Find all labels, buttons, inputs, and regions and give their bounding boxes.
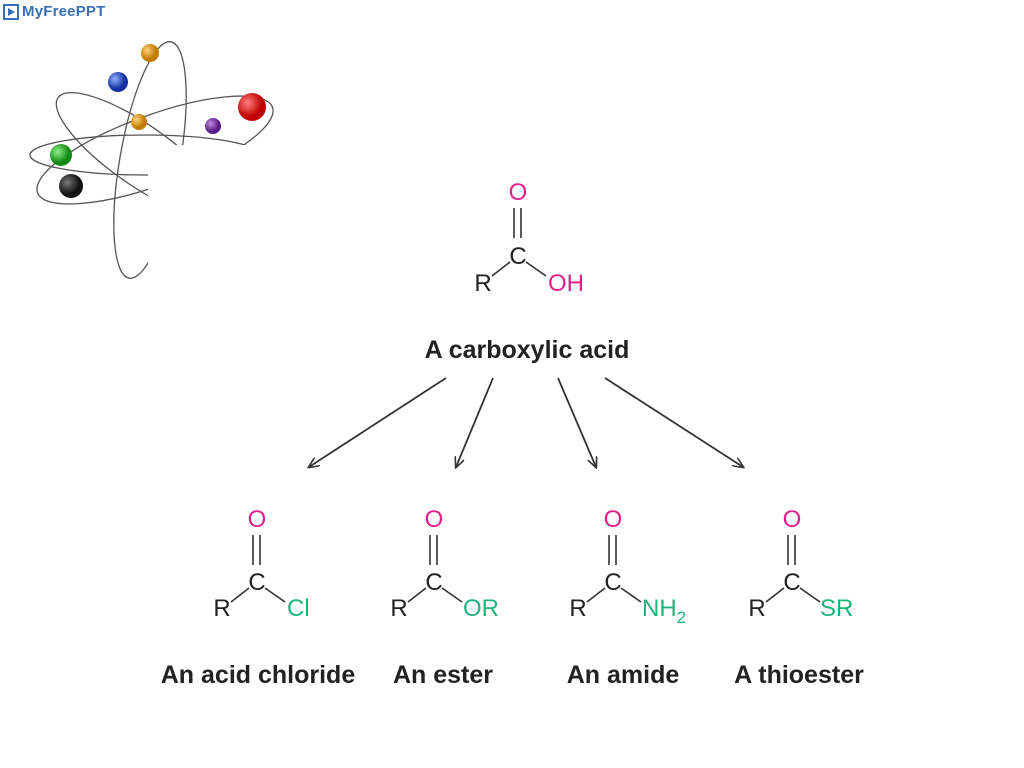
oxygen-atom: O xyxy=(248,506,267,533)
oxygen-atom: O xyxy=(783,506,802,533)
logo-text: MyFreePPT xyxy=(22,3,106,20)
acid-chloride-label: An acid chloride xyxy=(161,661,356,689)
play-icon xyxy=(3,3,19,20)
carbon-atom: C xyxy=(248,569,265,596)
arrow-to-acid-chloride xyxy=(309,377,447,467)
r-group: R xyxy=(569,595,586,622)
arrow-to-amide xyxy=(557,377,596,467)
oxygen-atom: O xyxy=(425,506,444,533)
amide-label: An amide xyxy=(567,661,680,689)
thio-group: SR xyxy=(820,595,853,622)
ester-structure: O C R OR xyxy=(390,506,499,622)
oxygen-atom: O xyxy=(509,179,528,206)
arrow-to-thioester xyxy=(604,377,743,467)
oxygen-atom: O xyxy=(604,506,623,533)
amino-group: NH2 xyxy=(642,595,686,627)
thioester-label: A thioester xyxy=(734,661,864,689)
alkoxy-group: OR xyxy=(463,595,499,622)
amide-structure: O C R NH2 xyxy=(569,506,686,627)
brand-logo: MyFreePPT xyxy=(3,3,106,20)
hydroxyl-group: OH xyxy=(548,270,584,297)
r-group: R xyxy=(213,595,230,622)
ester-label: An ester xyxy=(393,661,493,689)
acid-chloride-structure: O C R Cl xyxy=(213,506,309,622)
thioester-structure: O C R SR xyxy=(748,506,853,622)
carbon-atom: C xyxy=(604,569,621,596)
chlorine-atom: Cl xyxy=(287,595,310,622)
carbon-atom: C xyxy=(783,569,800,596)
r-group: R xyxy=(748,595,765,622)
arrow-to-ester xyxy=(456,377,494,467)
carbon-atom: C xyxy=(425,569,442,596)
r-group: R xyxy=(390,595,407,622)
carboxylic-acid-structure: O C R OH xyxy=(474,179,584,297)
carbon-atom: C xyxy=(509,243,526,270)
diagram-panel xyxy=(148,145,908,745)
r-group: R xyxy=(474,270,491,297)
carboxylic-acid-label: A carboxylic acid xyxy=(425,336,630,364)
